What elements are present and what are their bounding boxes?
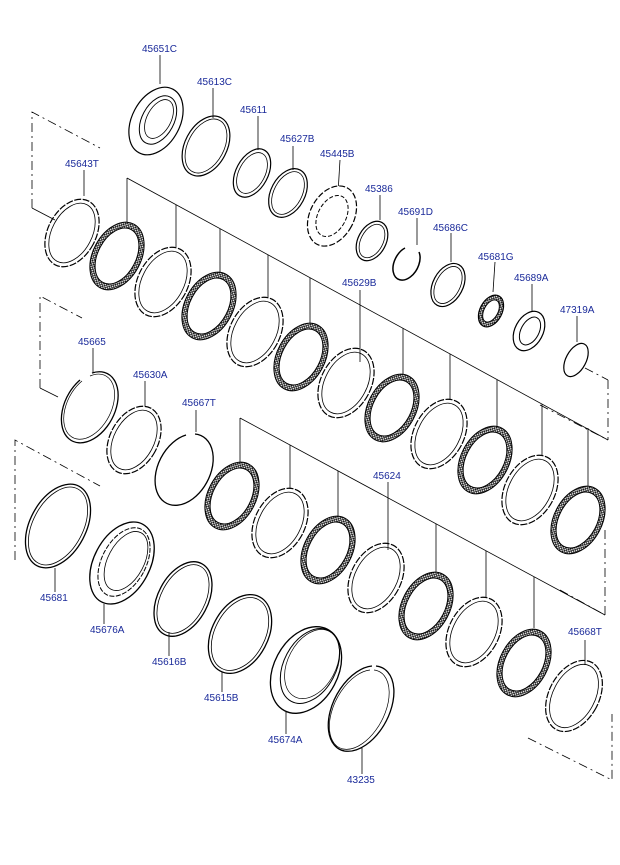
part-45386-ring xyxy=(355,220,389,262)
part-label-45691d[interactable]: 45691D xyxy=(398,207,433,218)
part-label-45668t[interactable]: 45668T xyxy=(568,627,602,638)
pack-drop-lines-upper xyxy=(126,178,589,486)
part-label-45445b[interactable]: 45445B xyxy=(320,149,355,160)
part-label-45629b[interactable]: 45629B xyxy=(342,278,377,289)
pack-drop-lines-middle xyxy=(239,418,535,628)
clutch-pack-middle xyxy=(204,461,552,698)
part-47319a-snap-ring xyxy=(563,342,589,378)
part-label-45615b[interactable]: 45615B xyxy=(204,693,239,704)
part-43235-snap-ring xyxy=(327,665,395,752)
part-45681-ring xyxy=(24,483,92,569)
part-label-45643t[interactable]: 45643T xyxy=(65,159,99,170)
part-45691d-snap-ring xyxy=(392,247,421,281)
part-label-45665[interactable]: 45665 xyxy=(78,337,106,348)
part-45689a-ring xyxy=(512,310,546,352)
part-45651c-piston xyxy=(128,86,184,156)
clutch-pack-upper xyxy=(44,198,606,555)
part-45445b-spring-plate xyxy=(306,185,358,247)
part-label-45686c[interactable]: 45686C xyxy=(433,223,468,234)
part-45681g-bearing xyxy=(477,294,505,328)
part-45616b-ring xyxy=(153,561,213,637)
part-label-45689a[interactable]: 45689A xyxy=(514,273,549,284)
part-45627b-ring xyxy=(268,168,308,218)
part-label-47319a[interactable]: 47319A xyxy=(560,305,595,316)
part-label-45624[interactable]: 45624 xyxy=(373,471,401,482)
part-45674a-drum xyxy=(269,626,343,714)
part-label-45611[interactable]: 45611 xyxy=(240,105,268,116)
part-label-45627b[interactable]: 45627B xyxy=(280,134,315,145)
part-45630a-plate xyxy=(106,405,162,475)
part-45665-snap-ring xyxy=(60,371,119,444)
part-label-43235[interactable]: 43235 xyxy=(347,775,375,786)
part-label-45674a[interactable]: 45674A xyxy=(268,735,303,746)
part-label-45613c[interactable]: 45613C xyxy=(197,77,232,88)
part-label-45667t[interactable]: 45667T xyxy=(182,398,216,409)
part-45676a-drum xyxy=(89,521,155,605)
part-45615b-ring xyxy=(207,594,273,674)
part-label-45651c[interactable]: 45651C xyxy=(142,44,177,55)
part-label-45681[interactable]: 45681 xyxy=(40,593,68,604)
part-45613c-ring xyxy=(181,115,231,177)
part-45686c-ring xyxy=(430,262,466,308)
part-label-45681g[interactable]: 45681G xyxy=(478,252,514,263)
part-45667t-snap-ring xyxy=(154,433,214,506)
bracket-lines xyxy=(14,111,613,781)
part-45611-ring xyxy=(232,148,272,198)
part-label-45616b[interactable]: 45616B xyxy=(152,657,187,668)
part-labels: 45651C 45613C 45611 45627B 45445B 45643T… xyxy=(40,44,602,786)
part-label-45676a[interactable]: 45676A xyxy=(90,625,125,636)
part-label-45386[interactable]: 45386 xyxy=(365,184,393,195)
part-45668t-plate xyxy=(545,659,603,733)
part-label-45630a[interactable]: 45630A xyxy=(133,370,168,381)
